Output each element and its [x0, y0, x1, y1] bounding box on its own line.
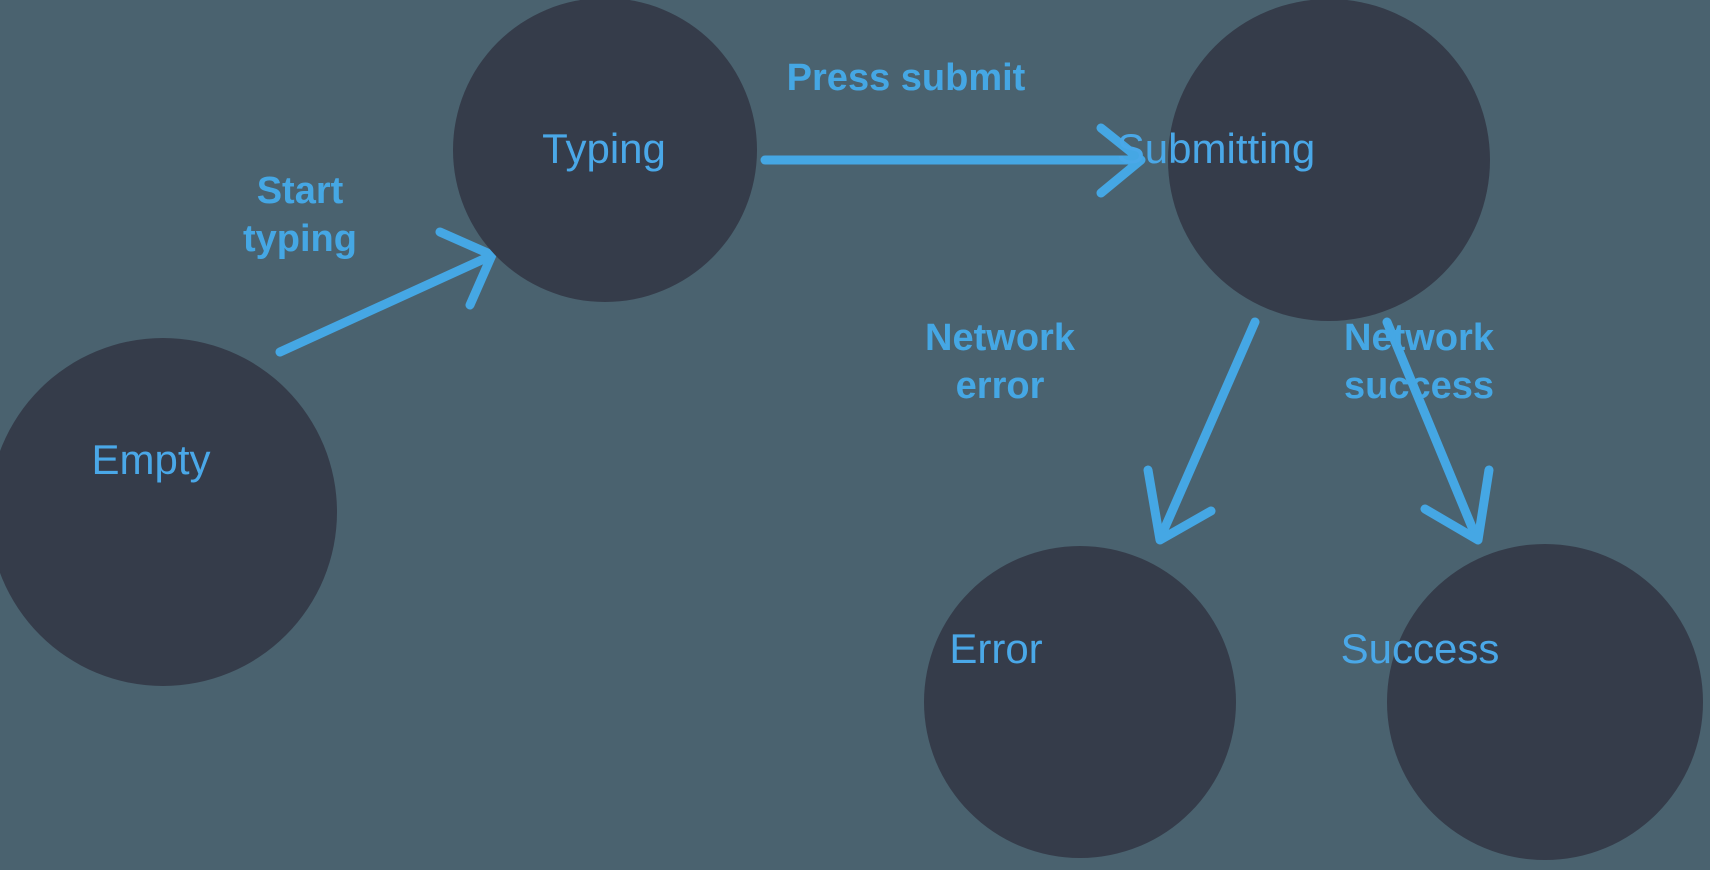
state-node-submitting[interactable]: Submitting — [1117, 0, 1490, 321]
edge-label-network-error-line2: error — [956, 365, 1045, 407]
edge-label-network-success-line2: success — [1344, 365, 1494, 407]
state-circle-success[interactable] — [1387, 544, 1703, 860]
transition-press-submit — [760, 123, 1146, 198]
state-node-success[interactable]: Success — [1341, 544, 1703, 860]
edge-label-start-typing-line2: typing — [243, 218, 357, 260]
network-success-arrow-head — [1420, 465, 1494, 545]
edge-label-press-submit: Press submit — [787, 57, 1026, 99]
network-error-arrow-head — [1143, 465, 1216, 545]
network-error-arrow-line — [1158, 317, 1260, 537]
press-submit-arrow-head — [1096, 123, 1146, 198]
state-label-empty: Empty — [91, 436, 210, 483]
state-circle-typing[interactable] — [453, 0, 757, 302]
edge-label-network-success-line1: Network — [1344, 317, 1495, 359]
network-success-arrow-line — [1382, 317, 1479, 537]
state-node-typing[interactable]: Typing — [453, 0, 757, 302]
state-label-error: Error — [949, 625, 1042, 672]
start-typing-arrow-line — [275, 253, 491, 357]
edge-label-start-typing-line1: Start — [257, 170, 344, 212]
edge-label-network-error-line1: Network — [925, 317, 1076, 359]
transition-start-typing — [275, 227, 497, 357]
state-label-submitting: Submitting — [1117, 125, 1315, 172]
state-label-success: Success — [1341, 625, 1500, 672]
state-node-error[interactable]: Error — [924, 546, 1236, 858]
state-circle-submitting[interactable] — [1168, 0, 1490, 321]
start-typing-arrow-head — [435, 227, 497, 310]
state-circle-empty[interactable] — [0, 338, 337, 686]
state-circle-error[interactable] — [924, 546, 1236, 858]
state-label-typing: Typing — [542, 125, 666, 172]
state-node-empty[interactable]: Empty — [0, 338, 337, 686]
transition-network-error — [1143, 317, 1260, 545]
transition-network-success — [1382, 317, 1494, 545]
